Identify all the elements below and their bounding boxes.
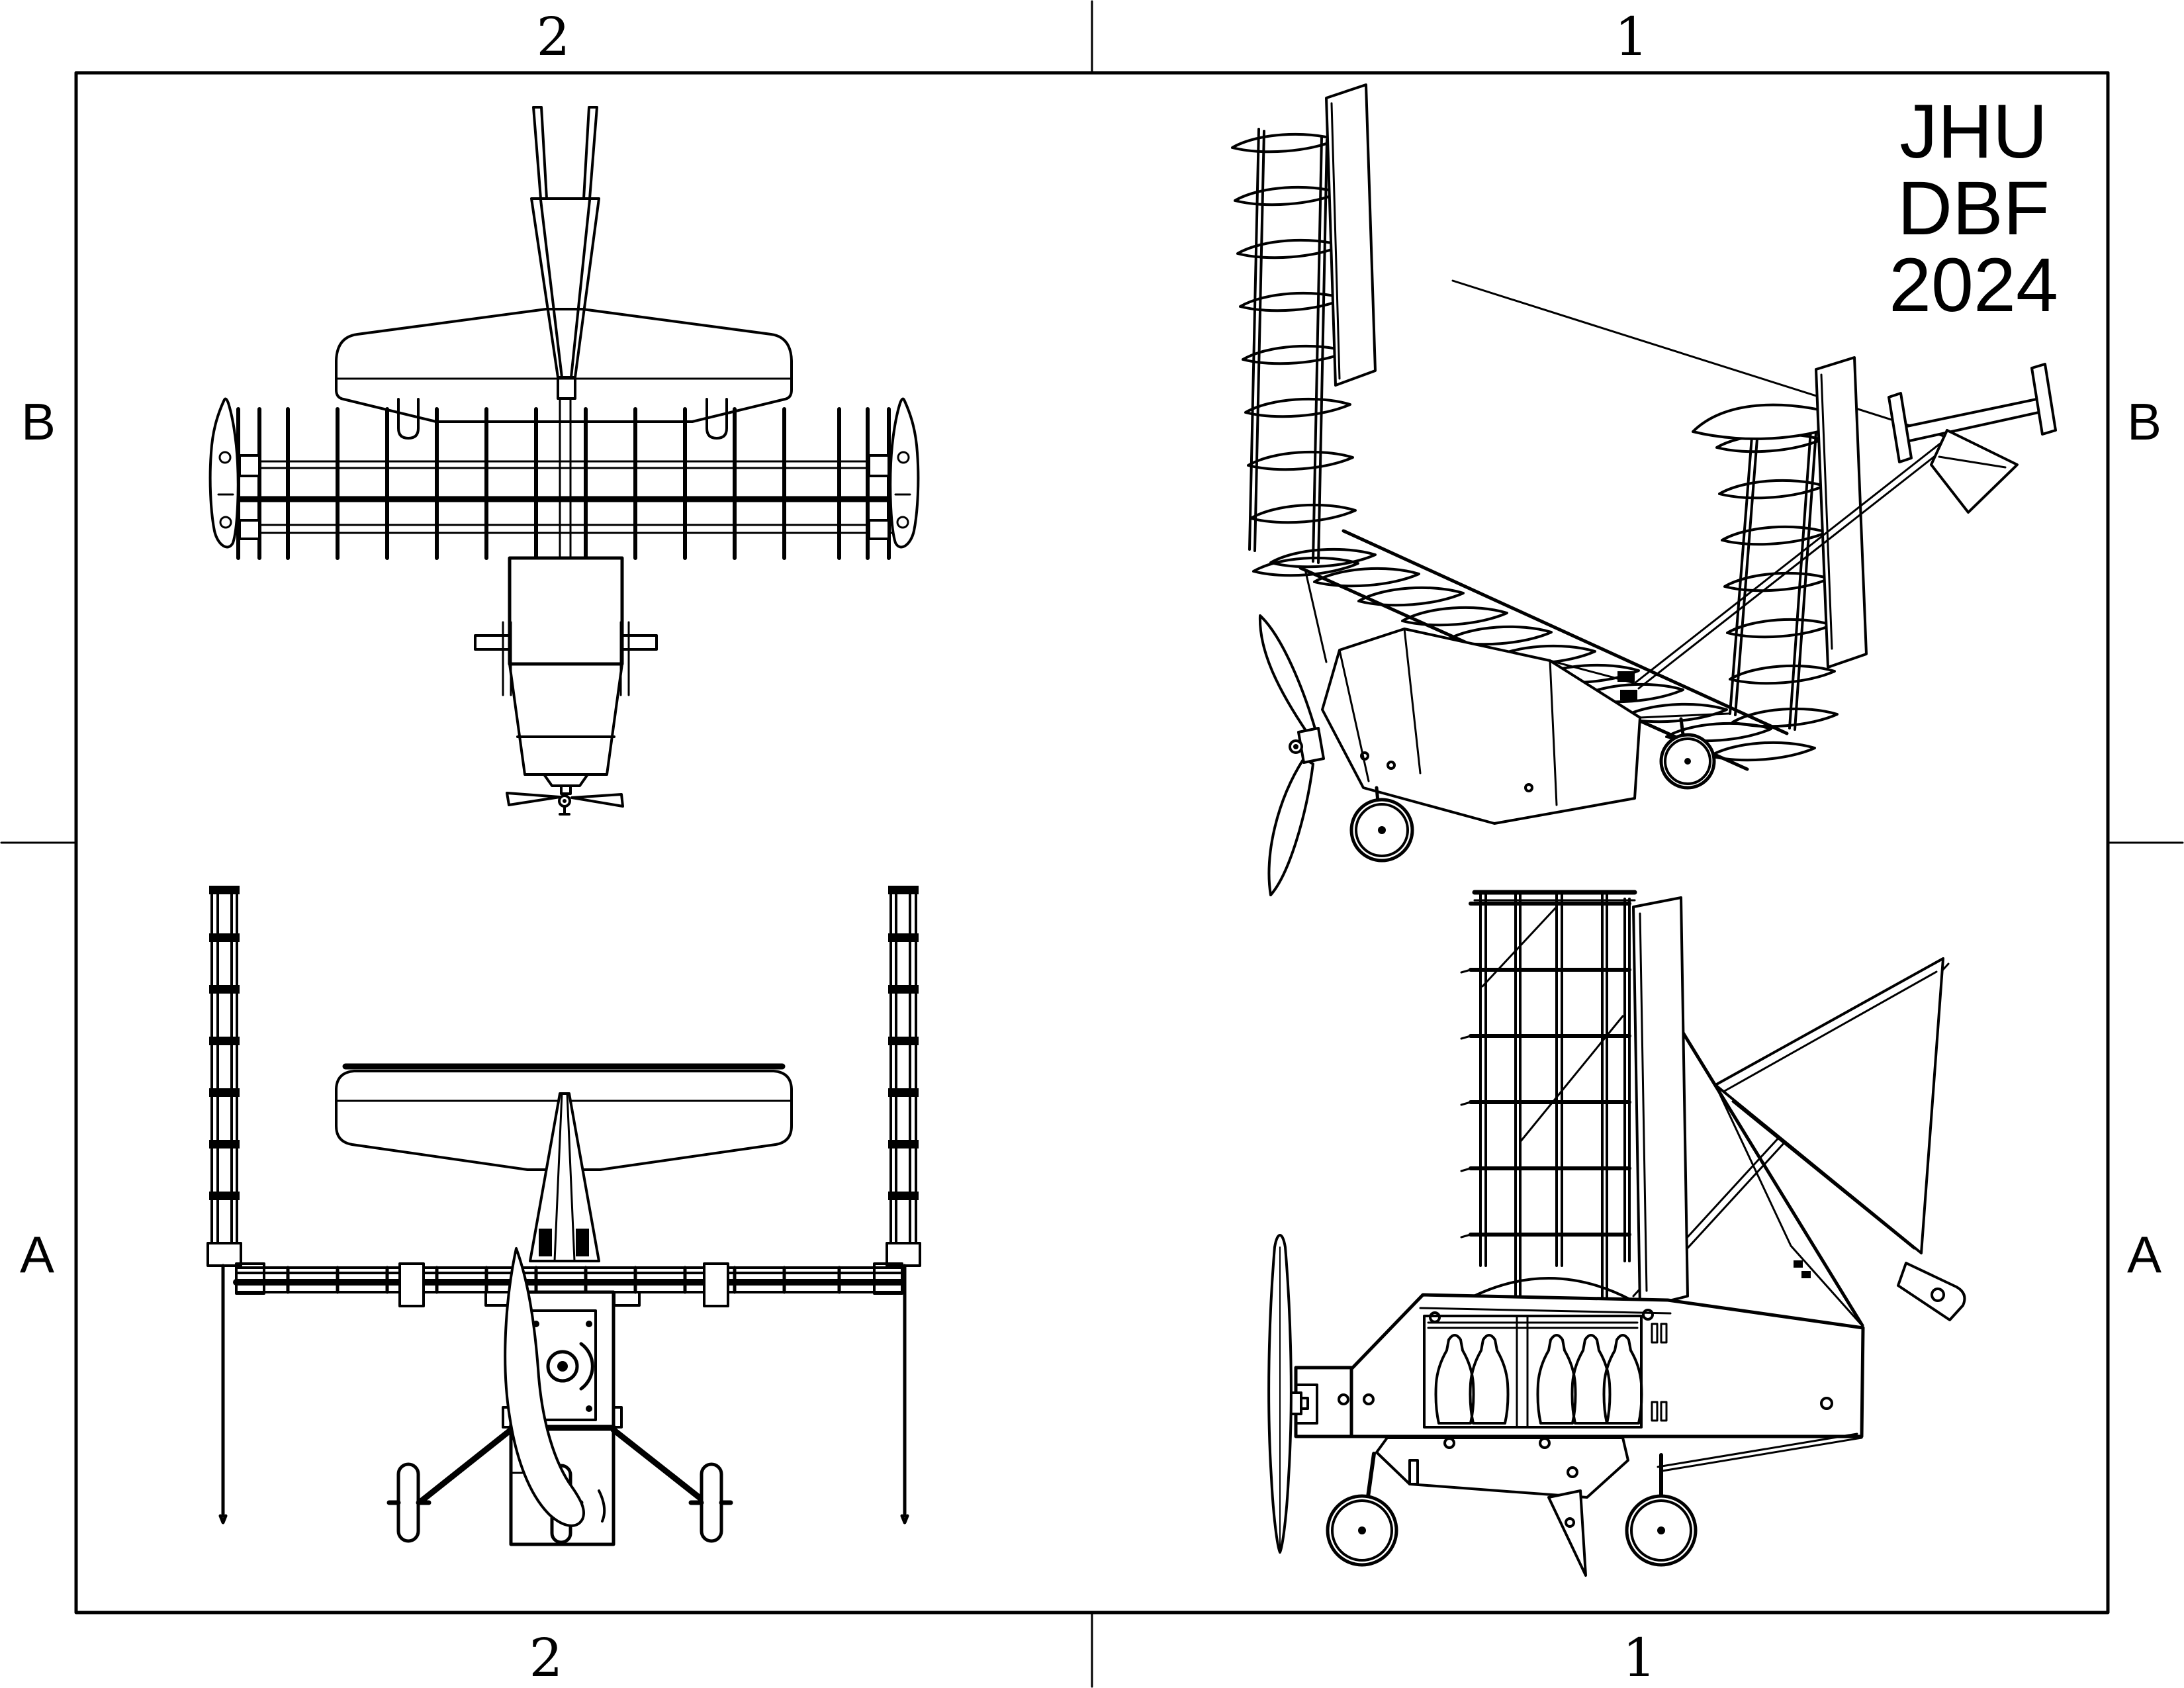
iso-long-pushrod — [1451, 279, 1947, 438]
nose-and-motor-side-view — [1287, 1366, 1375, 1438]
title-line-1: JHU — [1899, 89, 2048, 174]
view-front — [206, 886, 921, 1546]
motor-front-view — [546, 1350, 579, 1383]
landing-gear-side-view — [1326, 1452, 1698, 1567]
zone-label-top-right: 1 — [1615, 6, 1649, 68]
title-line-2: DBF — [1897, 166, 2050, 251]
zone-label-top-left: 2 — [537, 6, 570, 68]
belly-pan-side-view — [1375, 1436, 1629, 1499]
view-side — [1267, 890, 1966, 1577]
wing-structure-top-view — [222, 397, 907, 560]
zone-label-bottom-left: 2 — [529, 1627, 563, 1688]
propeller-blade-front-view — [504, 1247, 606, 1527]
iso-left-folded-wing — [1231, 83, 1377, 577]
fuselage-top-view — [474, 556, 658, 795]
iso-fuselage-pod — [1304, 568, 1730, 825]
view-isometric — [1231, 83, 2057, 896]
iso-tail-assembly — [1633, 363, 2057, 690]
wheel-left-front-view — [396, 1462, 420, 1543]
folded-wing-mast-right-front-view — [886, 886, 921, 1524]
ventral-fin-side-view — [1547, 1489, 1587, 1577]
zone-label-bottom-right: 1 — [1623, 1627, 1657, 1688]
iso-landing-gear — [1349, 717, 1716, 863]
propeller-side-view — [1267, 1234, 1293, 1554]
wingtip-plate-right-top-view — [889, 397, 920, 549]
iso-right-folded-wing — [1692, 356, 1868, 731]
vertical-fin-top-view — [530, 197, 600, 400]
view-top-plan — [208, 106, 920, 816]
tail-boom-prongs-top-view — [532, 106, 598, 200]
zone-label-left-lower: A — [20, 1225, 54, 1284]
zone-label-right-upper: B — [2127, 393, 2161, 451]
title-block: JHU DBF 2024 — [1889, 89, 2058, 328]
zone-labels: 2 1 2 1 B A B A — [20, 6, 2161, 1688]
title-line-3: 2024 — [1889, 243, 2058, 328]
fuselage-side-view — [1349, 1293, 1865, 1577]
iso-propeller — [1258, 614, 1325, 896]
vertical-fin-front-view — [529, 1092, 600, 1262]
horizontal-stabilizer-top-view — [335, 308, 793, 423]
propeller-top-view — [506, 792, 624, 816]
zone-label-left-upper: B — [21, 393, 56, 451]
tail-boom-sockets-top-view — [397, 398, 728, 440]
tail-boom-and-fin-side-view — [1632, 956, 1966, 1328]
folded-wing-mast-left-front-view — [206, 886, 242, 1524]
wheel-right-front-view — [700, 1462, 723, 1543]
payload-bay-side-view — [1423, 1315, 1643, 1429]
wingtip-plate-left-top-view — [208, 397, 240, 549]
zone-label-right-lower: A — [2127, 1225, 2161, 1284]
